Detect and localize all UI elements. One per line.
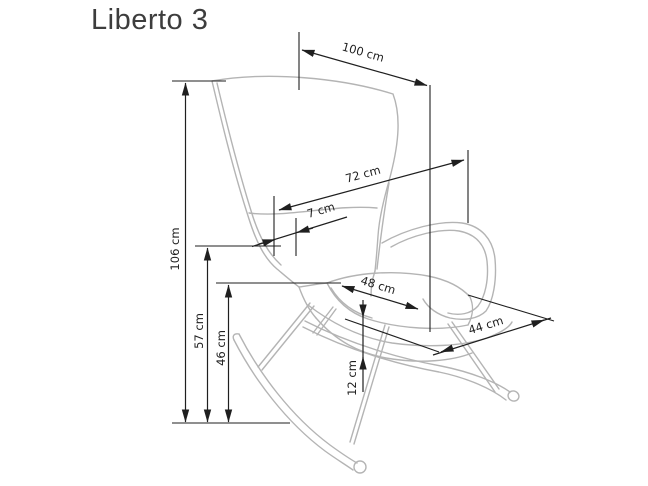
seat-cushion-front: [326, 282, 469, 330]
dim-label-44: 44 cm: [467, 313, 505, 337]
legs: [257, 302, 500, 445]
armrest-inner-line: [390, 229, 489, 315]
rocker-near: [232, 333, 367, 474]
seat-apron-middle: [307, 304, 513, 347]
backrest-left-edge: [211, 80, 300, 288]
armrest-outline: [381, 221, 497, 320]
dim-label-100: 100 cm: [340, 40, 385, 65]
backrest-left-piping: [216, 82, 282, 266]
product-title: Liberto 3: [91, 4, 209, 36]
seat-cushion-piping: [330, 287, 373, 319]
dimension-arrows: [181, 49, 552, 423]
dim-label-72: 72 cm: [344, 163, 382, 186]
seat-cushion-top: [326, 271, 474, 326]
rocker-far: [302, 320, 520, 402]
dim-label-7: 7 cm: [305, 199, 336, 221]
dimension-annotations: 100 cm 72 cm 7 cm 48 cm 44 cm 106 cm 57 …: [168, 32, 555, 424]
seat-apron-bottom: [315, 317, 473, 362]
dim-label-57: 57 cm: [192, 313, 206, 349]
dim-label-48: 48 cm: [359, 273, 397, 297]
seat-base-left: [298, 286, 317, 319]
dim-label-46: 46 cm: [214, 330, 228, 366]
dim-label-106: 106 cm: [168, 227, 182, 270]
dim-label-12: 12 cm: [345, 360, 359, 396]
seat-left-join: [298, 282, 328, 288]
chair-drawing: [211, 75, 520, 474]
